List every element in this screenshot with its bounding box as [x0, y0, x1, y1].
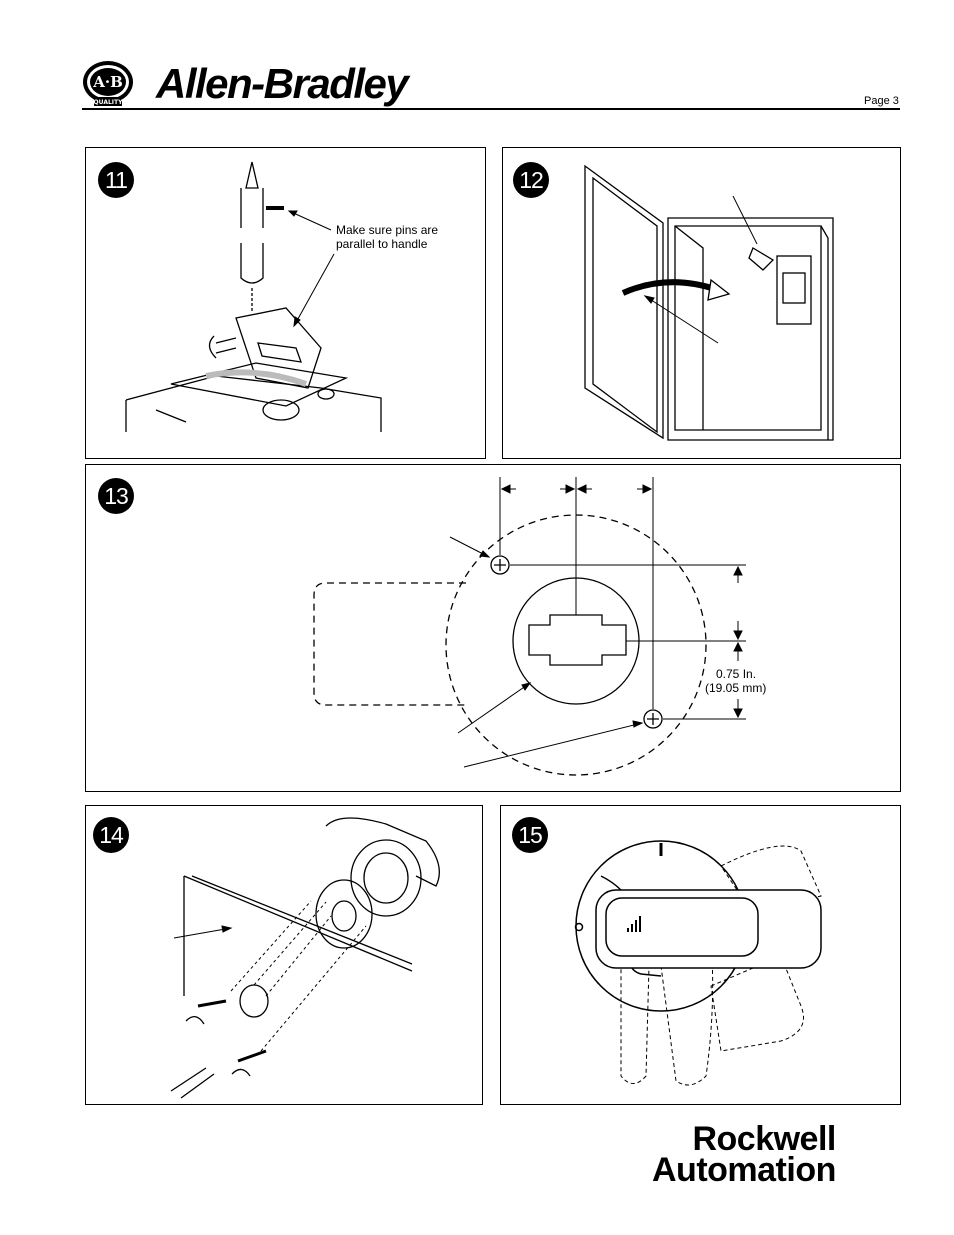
dimension-label-mm: (19.05 mm): [705, 681, 767, 695]
step-13-panel: 13: [85, 464, 901, 792]
rockwell-automation-logo: Rockwell Automation: [652, 1120, 836, 1189]
step-14-badge: 14: [93, 817, 129, 853]
page-number: Page 3: [864, 95, 899, 107]
step-15-panel: 15: [500, 805, 901, 1105]
dimension-label-inches: 0.75 In.: [716, 667, 757, 681]
step-11-badge: 11: [98, 162, 134, 198]
brand-name: Allen-Bradley: [156, 60, 409, 107]
svg-text:QUALITY: QUALITY: [94, 99, 124, 106]
pins-note-line-1: Make sure pins are: [336, 223, 439, 237]
pins-note-line-2: parallel to handle: [336, 237, 428, 251]
step-13-badge: 13: [98, 478, 134, 514]
svg-text:A·B: A·B: [92, 73, 123, 91]
enclosure-door-illustration: [584, 164, 834, 441]
allen-bradley-logo-badge: A·B QUALITY: [83, 61, 133, 106]
handle-pin-illustration: [125, 161, 382, 432]
rockwell-wordmark: Rockwell: [692, 1120, 836, 1158]
step-14-panel: 14: [85, 805, 483, 1105]
handle-mounting-illustration: [170, 817, 440, 1099]
drilling-template-illustration: [313, 477, 746, 776]
step-15-badge: 15: [512, 817, 548, 853]
step-11-panel: 11 Make sure: [85, 147, 486, 459]
step-12-badge: 12: [513, 162, 549, 198]
header-divider: [82, 108, 900, 110]
automation-wordmark: Automation: [652, 1151, 836, 1189]
handle-positions-illustration: [574, 840, 822, 1086]
step-12-panel: 12: [502, 147, 901, 459]
